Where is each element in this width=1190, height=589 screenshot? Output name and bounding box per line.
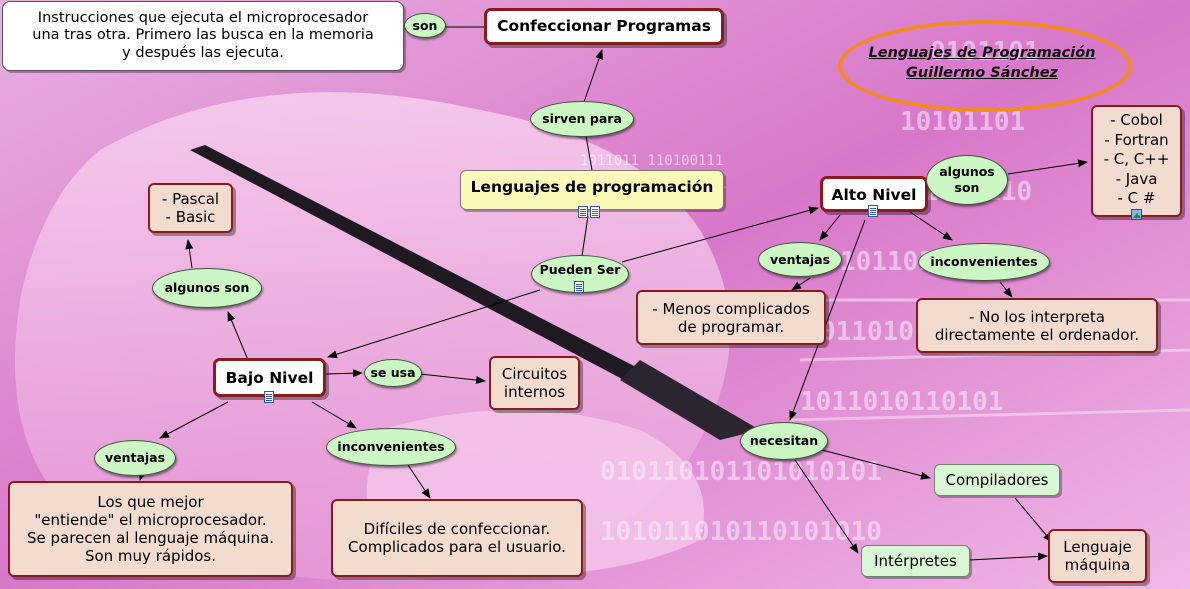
alto-nivel-document-icon[interactable] [868,205,878,217]
link-sirven-para[interactable]: sirven para [530,101,634,137]
svg-text:101011010110101010: 101011010110101010 [600,517,882,547]
link-necesitan[interactable]: necesitan [740,422,828,460]
link-inconvenientes-alto[interactable]: inconvenientes [918,243,1050,281]
concept-interpretes[interactable]: Intérpretes [861,545,970,577]
concept-bajo-nivel[interactable]: Bajo Nivel [213,358,326,397]
concept-lenguajes-label: Lenguajes de programación [470,178,714,196]
link-inconvenientes-bajo[interactable]: inconvenientes [326,428,456,466]
concept-alto-nivel-ejemplos[interactable]: - Cobol - Fortran - C, C++ - Java - C # [1091,105,1182,217]
concept-confeccionar-programas[interactable]: Confeccionar Programas [484,8,724,45]
link-ventajas-bajo[interactable]: ventajas [94,440,176,476]
title-line-1: Lenguajes de Programación [868,45,1096,61]
svg-text:1011010110101: 1011010110101 [800,387,1004,417]
concept-instrucciones[interactable]: Instrucciones que ejecuta el microproces… [2,1,404,71]
concept-alto-nivel-label: Alto Nivel [831,186,917,204]
concept-alto-ventajas[interactable]: - Menos complicados de programar. [636,290,826,345]
concept-alto-inconvenientes[interactable]: - No los interpreta directamente el orde… [916,298,1158,353]
title-ellipse [838,20,1132,112]
lenguajes-resource-icons [578,206,600,218]
concept-lenguaje-maquina[interactable]: Lenguaje máquina [1048,529,1147,583]
title-line-2: Guillermo Sánchez [906,64,1058,81]
svg-text:010110101101010101: 010110101101010101 [600,457,882,487]
svg-text:1011011 110100111: 1011011 110100111 [580,153,723,169]
image-icon[interactable] [1131,209,1142,220]
pueden-ser-document-icon[interactable] [574,281,584,293]
concept-compiladores[interactable]: Compiladores [934,464,1060,496]
concept-lenguajes-de-programacion[interactable]: Lenguajes de programación [460,170,724,210]
concept-alto-nivel[interactable]: Alto Nivel [820,176,928,212]
link-algunos-son-bajo[interactable]: algunos son [152,268,262,308]
concept-bajo-nivel-label: Bajo Nivel [225,369,314,387]
concept-bajo-inconvenientes[interactable]: Difíciles de confeccionar. Complicados p… [331,499,583,577]
concept-circuitos-internos[interactable]: Circuitos internos [489,356,580,410]
notes-icon[interactable] [590,206,600,218]
link-se-usa[interactable]: se usa [364,359,422,387]
map-title: Lenguajes de Programación Guillermo Sánc… [845,44,1119,83]
link-pueden-ser-label: Pueden Ser [539,262,621,277]
link-ventajas-alto[interactable]: ventajas [758,242,842,277]
concept-bajo-nivel-ejemplos[interactable]: - Pascal - Basic [148,183,233,233]
document-icon[interactable] [578,206,588,218]
bajo-nivel-document-icon[interactable] [264,391,274,403]
svg-text:10101101: 10101101 [900,107,1025,137]
link-son[interactable]: son [404,13,446,38]
link-algunos-son-alto[interactable]: algunos son [926,155,1008,205]
concept-bajo-ventajas[interactable]: Los que mejor "entiende" el microprocesa… [8,481,293,577]
